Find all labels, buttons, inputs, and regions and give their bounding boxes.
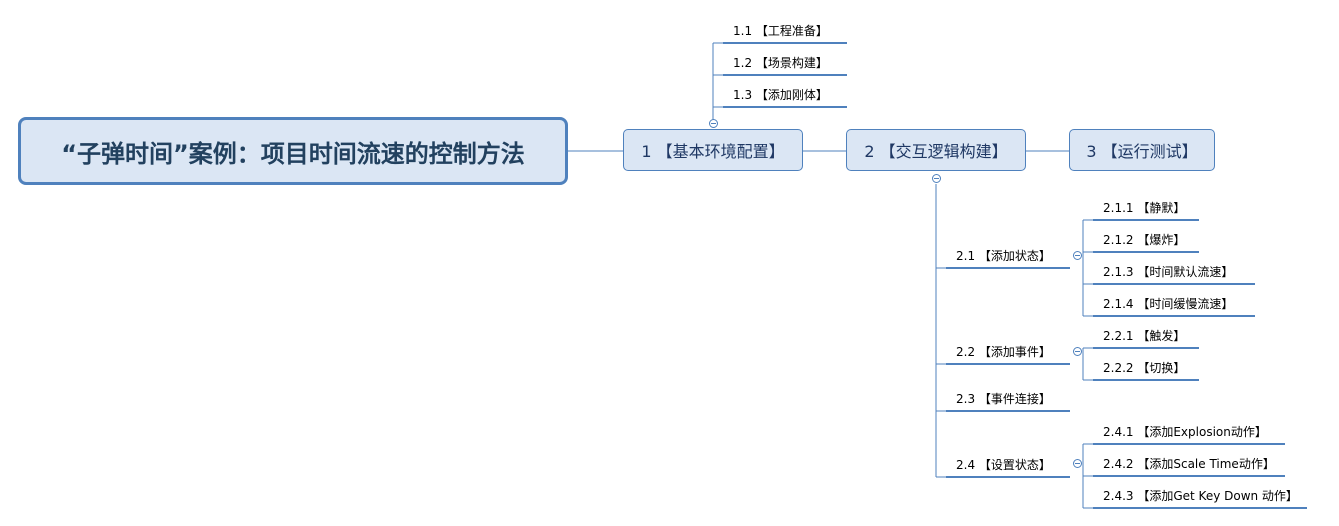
subtopic-1-1[interactable]: 1.1 【工程准备】: [723, 22, 847, 44]
subtopic-2-3[interactable]: 2.3 【事件连接】: [946, 390, 1070, 412]
subtopic-2-4-2[interactable]: 2.4.2 【添加Scale Time动作】: [1093, 455, 1285, 477]
subtopic-2-1-3[interactable]: 2.1.3 【时间默认流速】: [1093, 263, 1255, 285]
subtopic-2-1-1[interactable]: 2.1.1 【静默】: [1093, 199, 1199, 221]
subtopic-2-1-2[interactable]: 2.1.2 【爆炸】: [1093, 231, 1199, 253]
subtopic-2-4-3[interactable]: 2.4.3 【添加Get Key Down 动作】: [1093, 487, 1307, 509]
subtopic-2-2-1[interactable]: 2.2.1 【触发】: [1093, 327, 1199, 349]
subtopic-1-2[interactable]: 1.2 【场景构建】: [723, 54, 847, 76]
main-topic-1[interactable]: 1 【基本环境配置】: [623, 129, 803, 171]
subtopic-1-3[interactable]: 1.3 【添加刚体】: [723, 86, 847, 108]
main-topic-2[interactable]: 2 【交互逻辑构建】: [846, 129, 1026, 171]
subtopic-2-4[interactable]: 2.4 【设置状态】: [946, 456, 1070, 478]
subtopic-2-1-4[interactable]: 2.1.4 【时间缓慢流速】: [1093, 295, 1255, 317]
collapse-toggle-branch1[interactable]: [709, 119, 718, 128]
root-topic[interactable]: “子弹时间”案例：项目时间流速的控制方法: [18, 117, 568, 185]
main-topic-3[interactable]: 3 【运行测试】: [1069, 129, 1215, 171]
collapse-toggle-b24[interactable]: [1073, 459, 1082, 468]
subtopic-2-1[interactable]: 2.1 【添加状态】: [946, 247, 1070, 269]
subtopic-2-2[interactable]: 2.2 【添加事件】: [946, 343, 1070, 365]
subtopic-2-2-2[interactable]: 2.2.2 【切换】: [1093, 359, 1199, 381]
subtopic-2-4-1[interactable]: 2.4.1 【添加Explosion动作】: [1093, 423, 1285, 445]
collapse-toggle-b22[interactable]: [1073, 347, 1082, 356]
collapse-toggle-b21[interactable]: [1073, 251, 1082, 260]
collapse-toggle-branch2[interactable]: [932, 174, 941, 183]
